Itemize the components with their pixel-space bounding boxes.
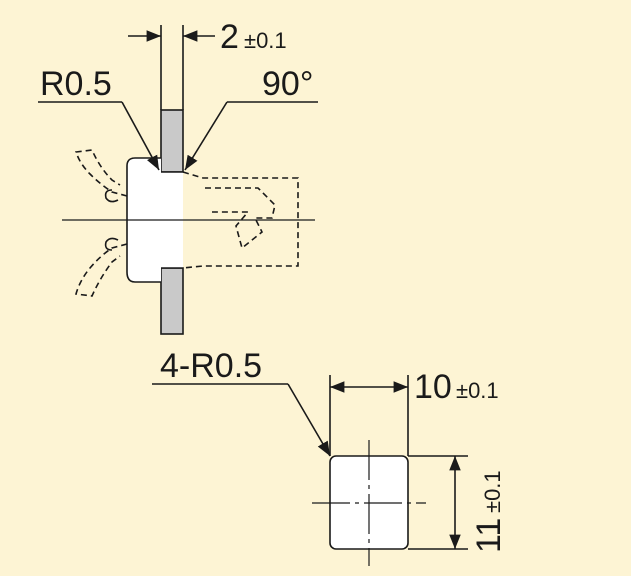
panel-thickness-dimension [128, 25, 215, 110]
cutout-width-tolerance: ±0.1 [456, 378, 499, 403]
cutout-height-value: 11 [470, 518, 508, 553]
cutout-height-tolerance: ±0.1 [480, 470, 505, 513]
corner-radius-leader [38, 101, 160, 171]
cutout-width-value: 10 [414, 368, 452, 406]
cutout-corner-leader [152, 383, 331, 457]
panel-thickness-tolerance: ±0.1 [244, 28, 287, 53]
wing-clip-upper [104, 189, 119, 203]
cutout-height-dimension [408, 455, 468, 550]
left-wing-lower [74, 243, 128, 297]
panel-lower-section [160, 267, 184, 335]
snap-body-outline [182, 171, 299, 269]
cutout-width-dimension [329, 375, 409, 456]
wing-clip-lower [104, 237, 119, 251]
side-view [62, 109, 315, 335]
angle-label: 90° [262, 65, 313, 103]
angle-leader [184, 101, 318, 171]
cutout-corner-label: 4-R0.5 [160, 347, 262, 385]
panel-upper-section [160, 109, 184, 173]
panel-thickness-value: 2 [220, 18, 239, 56]
cutout-view [312, 440, 426, 566]
snap-latch [205, 187, 276, 250]
corner-radius-label: R0.5 [40, 65, 112, 103]
